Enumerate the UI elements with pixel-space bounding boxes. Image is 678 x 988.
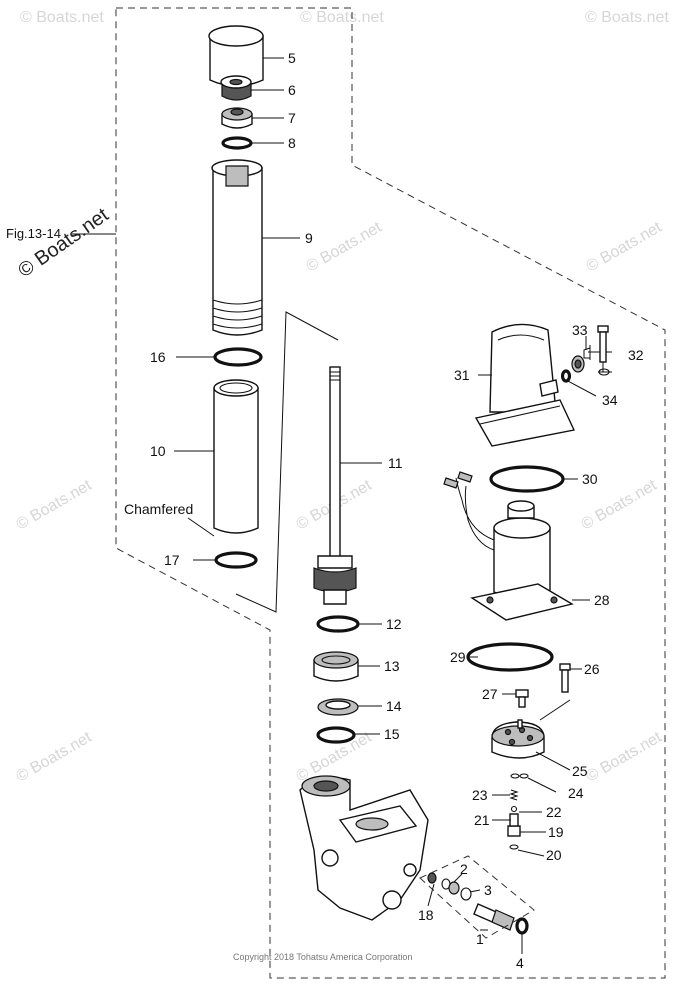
- part-1-valve-assembly: [473, 903, 515, 931]
- assembly-dashed-outline: [115, 7, 666, 979]
- label-26: 26: [584, 661, 600, 677]
- part-2-washer: [448, 881, 460, 895]
- part-16-o-ring: [213, 347, 263, 367]
- part-26-bolt: [559, 663, 571, 693]
- part-27-bolt: [515, 689, 529, 708]
- figure-reference: Fig.13-14: [6, 226, 61, 241]
- svg-text:© Boats.net: © Boats.net: [585, 9, 669, 26]
- label-6: 6: [288, 82, 296, 98]
- label-24: 24: [568, 785, 584, 801]
- label-1: 1: [476, 931, 484, 947]
- part-28-motor: [443, 471, 574, 621]
- internal-guide-line: [235, 311, 339, 613]
- sub-assembly-dashed-outline: [419, 855, 535, 939]
- label-chamfered: Chamfered: [124, 501, 193, 517]
- label-2: 2: [460, 861, 468, 877]
- label-28: 28: [594, 592, 610, 608]
- part-29-o-ring: [466, 642, 554, 672]
- part-34-o-ring: [560, 369, 572, 383]
- label-25: 25: [572, 763, 588, 779]
- label-16: 16: [150, 349, 166, 365]
- part-24-o-ring-b: [519, 773, 529, 779]
- label-32: 32: [628, 347, 644, 363]
- svg-text:© Boats.net: © Boats.net: [584, 219, 666, 276]
- part-22-ball: [510, 805, 518, 813]
- part-32-bolt: [597, 325, 610, 376]
- part-8-o-ring: [221, 136, 253, 150]
- part-3-o-ring: [460, 887, 472, 901]
- copyright-notice: Copyright 2018 Tohatsu America Corporati…: [233, 952, 412, 962]
- part-33-plug: [571, 355, 585, 373]
- part-18-pump-body: [299, 775, 437, 921]
- label-21: 21: [474, 812, 490, 828]
- part-number-labels: 5 6 7 8 9 16 10 Chamfered 17 11 12 13 14…: [124, 50, 644, 971]
- part-13-bushing: [313, 651, 359, 682]
- part-30-o-ring: [489, 465, 565, 493]
- part-12-o-ring: [316, 615, 360, 633]
- label-4: 4: [516, 955, 524, 971]
- part-4-o-ring: [515, 917, 529, 935]
- label-34: 34: [602, 392, 618, 408]
- part-14-ring: [317, 698, 359, 716]
- label-17: 17: [164, 552, 180, 568]
- svg-text:© Boats.net: © Boats.net: [584, 729, 666, 786]
- part-6-nut: [220, 75, 252, 101]
- part-5-cap: [208, 25, 264, 87]
- label-9: 9: [305, 230, 313, 246]
- label-18: 18: [418, 907, 434, 923]
- part-20-o-ring: [509, 844, 519, 850]
- part-11-piston-rod: [313, 366, 357, 605]
- leader-lines: [174, 57, 612, 954]
- label-14: 14: [386, 698, 402, 714]
- part-9-cylinder: [211, 159, 263, 336]
- label-12: 12: [386, 616, 402, 632]
- label-30: 30: [582, 471, 598, 487]
- label-20: 20: [546, 847, 562, 863]
- label-3: 3: [484, 882, 492, 898]
- part-19-valve: [507, 813, 521, 837]
- part-25-pump: [491, 719, 545, 759]
- part-17-o-ring: [214, 551, 258, 569]
- label-11: 11: [388, 455, 403, 471]
- label-27: 27: [482, 686, 498, 702]
- part-24-o-ring-a: [510, 773, 520, 779]
- label-7: 7: [288, 110, 296, 126]
- part-23-spring: [509, 789, 519, 801]
- label-8: 8: [288, 135, 296, 151]
- label-19: 19: [548, 824, 564, 840]
- part-10-tube: [213, 379, 259, 534]
- label-10: 10: [150, 443, 166, 459]
- label-13: 13: [384, 658, 400, 674]
- label-15: 15: [384, 726, 400, 742]
- part-7-seal: [221, 107, 253, 129]
- boats-net-watermark: © Boats.net: [14, 204, 113, 282]
- label-29: 29: [450, 649, 466, 665]
- label-22: 22: [546, 804, 562, 820]
- svg-text:© Boats.net: © Boats.net: [20, 9, 104, 26]
- svg-text:© Boats.net: © Boats.net: [304, 219, 386, 276]
- svg-text:© Boats.net: © Boats.net: [300, 9, 384, 26]
- part-31-motor-cover: [474, 323, 576, 447]
- label-31: 31: [454, 367, 470, 383]
- label-5: 5: [288, 50, 296, 66]
- svg-text:© Boats.net: © Boats.net: [14, 729, 96, 786]
- svg-text:© Boats.net: © Boats.net: [14, 477, 96, 534]
- label-23: 23: [472, 787, 488, 803]
- part-15-o-ring: [316, 726, 356, 744]
- label-33: 33: [572, 322, 588, 338]
